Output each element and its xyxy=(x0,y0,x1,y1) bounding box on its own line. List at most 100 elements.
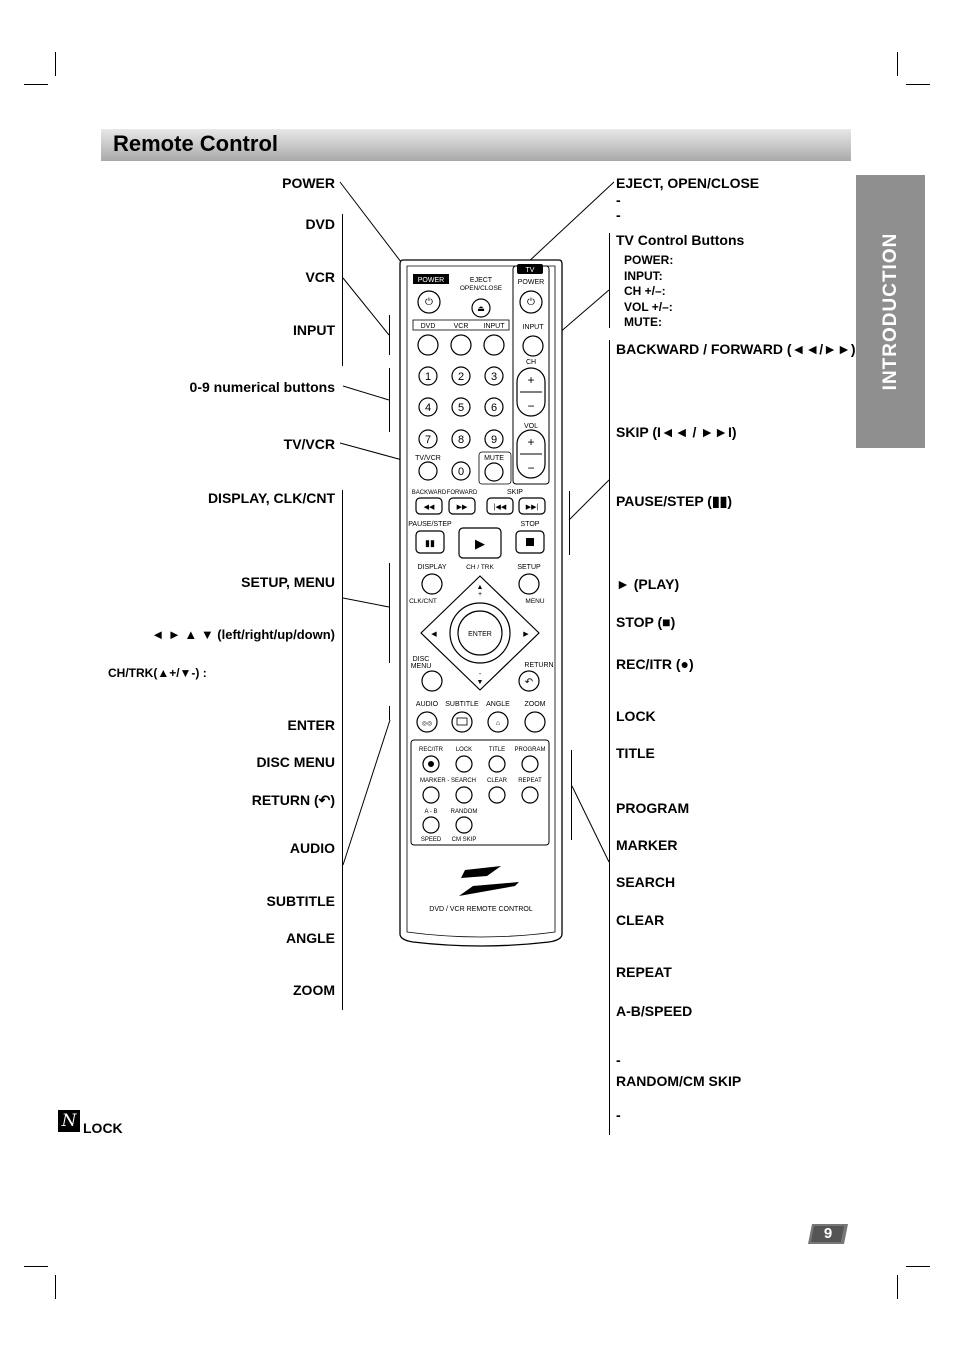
bracket-line xyxy=(389,368,390,432)
svg-text:+: + xyxy=(478,591,482,598)
remote-skip-back-button xyxy=(486,497,514,515)
label-enter: ENTER xyxy=(287,717,335,733)
remote-marker-search-label: MARKER - SEARCH xyxy=(420,778,476,784)
svg-text:0: 0 xyxy=(458,466,464,478)
svg-text:7: 7 xyxy=(425,434,431,446)
remote-power-button xyxy=(417,290,441,314)
remote-tvvcr-button xyxy=(418,461,438,481)
crop-mark xyxy=(897,52,898,76)
label-tv-input: INPUT: xyxy=(624,269,663,283)
label-dvd: DVD xyxy=(305,216,335,232)
remote-backward-button xyxy=(415,497,443,515)
eject-icon: ⏏ xyxy=(477,304,485,313)
remote-program-button xyxy=(521,755,539,773)
remote-num-button xyxy=(418,397,438,417)
crop-mark xyxy=(897,1275,898,1299)
remote-ch-label: CH xyxy=(526,359,536,366)
remote-chtrk-label: CH / TRK xyxy=(466,564,494,571)
label-eject: EJECT, OPEN/CLOSE xyxy=(616,175,760,191)
remote-repeat-label: REPEAT xyxy=(518,778,542,784)
side-tab: INTRODUCTION xyxy=(856,175,925,448)
bracket-line xyxy=(389,563,390,663)
remote-ab-label: A - B xyxy=(424,809,437,815)
remote-forward-label: FORWARD xyxy=(447,490,478,496)
remote-clkcnt-label: CLK/CNT xyxy=(409,598,437,605)
bracket-line xyxy=(389,706,390,720)
crop-mark xyxy=(906,84,930,85)
minus-icon: − xyxy=(527,399,534,413)
remote-audio-button xyxy=(416,711,438,733)
label-zoom: ZOOM xyxy=(293,982,335,998)
label-rec-itr: REC/ITR (●) xyxy=(616,656,694,672)
label-tv-vol: VOL +/–: xyxy=(624,300,673,314)
lock-icon: N xyxy=(58,1110,80,1132)
label-display: DISPLAY, CLK/CNT xyxy=(207,490,335,506)
label-power: POWER xyxy=(282,175,335,191)
remote-zoom-button xyxy=(524,711,546,733)
remote-display-label: DISPLAY xyxy=(417,564,446,571)
down-arrow-icon: ▼ xyxy=(477,679,484,686)
remote-backward-label: BACKWARD xyxy=(412,490,447,496)
svg-text:6: 6 xyxy=(491,402,497,414)
remote-skip-label: SKIP xyxy=(507,489,523,496)
remote-num-button xyxy=(484,366,504,386)
remote-search-button xyxy=(455,786,473,804)
remote-setup-button xyxy=(518,573,540,595)
remote-ab-button xyxy=(422,816,440,834)
page-title: Remote Control xyxy=(113,131,278,156)
remote-vol-label: VOL xyxy=(524,423,538,430)
record-icon xyxy=(428,761,434,767)
label-disc-menu: DISC MENU xyxy=(256,754,335,770)
remote-tvvcr-label: TV/VCR xyxy=(415,455,441,462)
svg-text:1: 1 xyxy=(425,371,431,383)
remote-pause-button xyxy=(415,530,445,554)
label-tv-mute: MUTE: xyxy=(624,315,662,329)
minus-icon: − xyxy=(527,461,534,475)
label-numerical: 0-9 numerical buttons xyxy=(189,379,335,395)
remote-enter-label: ENTER xyxy=(468,631,492,638)
label-tv-power: POWER: xyxy=(624,253,674,267)
remote-subtitle-button xyxy=(451,711,473,733)
remote-lock-label: LOCK xyxy=(456,747,472,753)
remote-disc-menu-button xyxy=(421,670,443,692)
bracket-line xyxy=(342,490,343,1010)
remote-forward-button xyxy=(448,497,476,515)
label-ab-speed: A-B/SPEED xyxy=(616,1003,693,1019)
remote-num-button xyxy=(484,429,504,449)
label-clear: CLEAR xyxy=(616,912,665,928)
pause-icon: ▮▮ xyxy=(425,538,435,548)
remote-disc-menu-label: MENU xyxy=(411,663,432,670)
remote-angle-button xyxy=(487,711,509,733)
remote-vcr-button xyxy=(450,334,472,356)
remote-rec-itr-label: REC/ITR xyxy=(419,747,444,753)
label-tv-ch: CH +/–: xyxy=(624,284,666,298)
remote-repeat-button xyxy=(521,786,539,804)
page-number: 9 xyxy=(823,1225,833,1242)
remote-display-button xyxy=(421,573,443,595)
power-icon: ⏻ xyxy=(527,297,535,308)
remote-num-button xyxy=(418,429,438,449)
svg-text:-: - xyxy=(479,671,482,678)
crop-mark xyxy=(24,1266,48,1267)
label-title: TITLE xyxy=(616,745,655,761)
remote-input-label: INPUT xyxy=(484,323,506,330)
up-arrow-icon: ▲ xyxy=(477,584,484,591)
label-search: SEARCH xyxy=(616,874,676,890)
bracket-line xyxy=(609,340,610,1135)
remote-tv-label: TV xyxy=(526,267,535,274)
remote-program-label: PROGRAM xyxy=(514,747,545,753)
brand-logo xyxy=(459,866,519,896)
remote-vcr-label: VCR xyxy=(454,323,469,330)
remote-audio-label: AUDIO xyxy=(416,701,439,708)
svg-text:2: 2 xyxy=(458,371,464,383)
remote-angle-label: ANGLE xyxy=(486,701,510,708)
remote-speed-label: SPEED xyxy=(421,837,442,843)
remote-mute-button xyxy=(484,462,504,482)
right-arrow-icon: ▶ xyxy=(523,631,529,638)
remote-eject-label: EJECT xyxy=(470,277,493,284)
remote-num-button xyxy=(451,429,471,449)
remote-open-close-label: OPEN/CLOSE xyxy=(460,285,503,292)
svg-text:9: 9 xyxy=(491,434,497,446)
label-program: PROGRAM xyxy=(616,800,690,816)
remote-num-button xyxy=(418,366,438,386)
